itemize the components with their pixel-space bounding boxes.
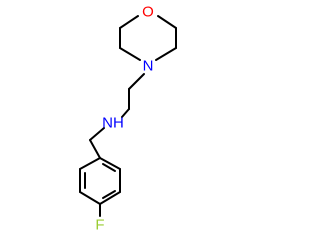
bond-nh-ch2 [89,127,105,141]
bond-ring-4 [99,191,121,205]
bond-n-cbottomright [155,47,177,61]
bond-ring-1 [79,157,101,170]
ethyl-linker [121,73,145,118]
structural-formula: O N NH F [79,4,177,234]
bond-ch2-ring [89,139,101,159]
fluorine-atom-label: F [95,217,104,234]
bond-o-ctopleft [119,15,139,29]
morpholine-nitrogen-label: N [143,58,154,75]
benzyl-linker [89,127,105,159]
oxygen-atom-label: O [142,4,154,21]
double-bond-inner-2 [102,190,116,199]
bond-ch2-nh [121,108,130,118]
bond-ring-3 [79,191,101,205]
bond-n-ch2 [128,73,145,90]
benzene-ring [79,157,121,205]
morpholine-ring [119,15,177,61]
bond-ring-6 [99,157,121,170]
bond-cbottomleft-n [119,47,141,61]
double-bond-inner-3 [102,163,116,172]
amine-nh-label: NH [102,115,124,132]
bond-ctopright-o [157,15,177,29]
